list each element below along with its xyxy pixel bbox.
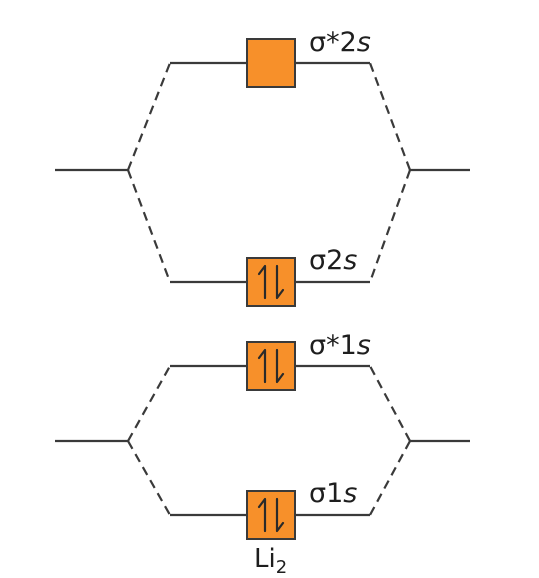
spin-up-arrow-icon	[257, 497, 267, 533]
electron-pair-sigma-1s	[257, 497, 285, 533]
spin-down-arrow-icon	[275, 497, 285, 533]
molecule-label: Li2	[254, 544, 287, 578]
spin-down-arrow-icon	[275, 348, 285, 384]
spin-up-arrow-icon	[257, 348, 267, 384]
connector-left-down-1s	[127, 440, 171, 516]
connector-right-up-2s	[368, 62, 412, 171]
connector-left-up-1s	[127, 365, 171, 442]
label-sigma-2s: σ2s	[309, 245, 357, 276]
connector-left-down-2s	[126, 169, 172, 283]
label-sigma-1s: σ1s	[309, 478, 357, 509]
orbital-box-sigma-star-1s	[246, 341, 296, 391]
connector-right-down-1s	[369, 440, 411, 516]
connector-right-up-1s	[369, 365, 411, 442]
spin-up-arrow-icon	[257, 264, 267, 300]
orbital-box-sigma-1s	[246, 490, 296, 540]
orbital-box-sigma-star-2s	[246, 38, 296, 88]
orbital-box-sigma-2s	[246, 257, 296, 307]
label-sigma-star-1s: σ*1s	[309, 330, 371, 361]
group-2s: σ*2s σ2s	[55, 27, 470, 307]
connector-right-down-2s	[368, 169, 412, 283]
electron-pair-sigma-star-1s	[257, 348, 285, 384]
electron-pair-sigma-2s	[257, 264, 285, 300]
group-1s: σ*1s σ1s	[55, 330, 470, 540]
connector-left-up-2s	[126, 62, 172, 171]
label-sigma-star-2s: σ*2s	[309, 27, 371, 58]
spin-down-arrow-icon	[275, 264, 285, 300]
